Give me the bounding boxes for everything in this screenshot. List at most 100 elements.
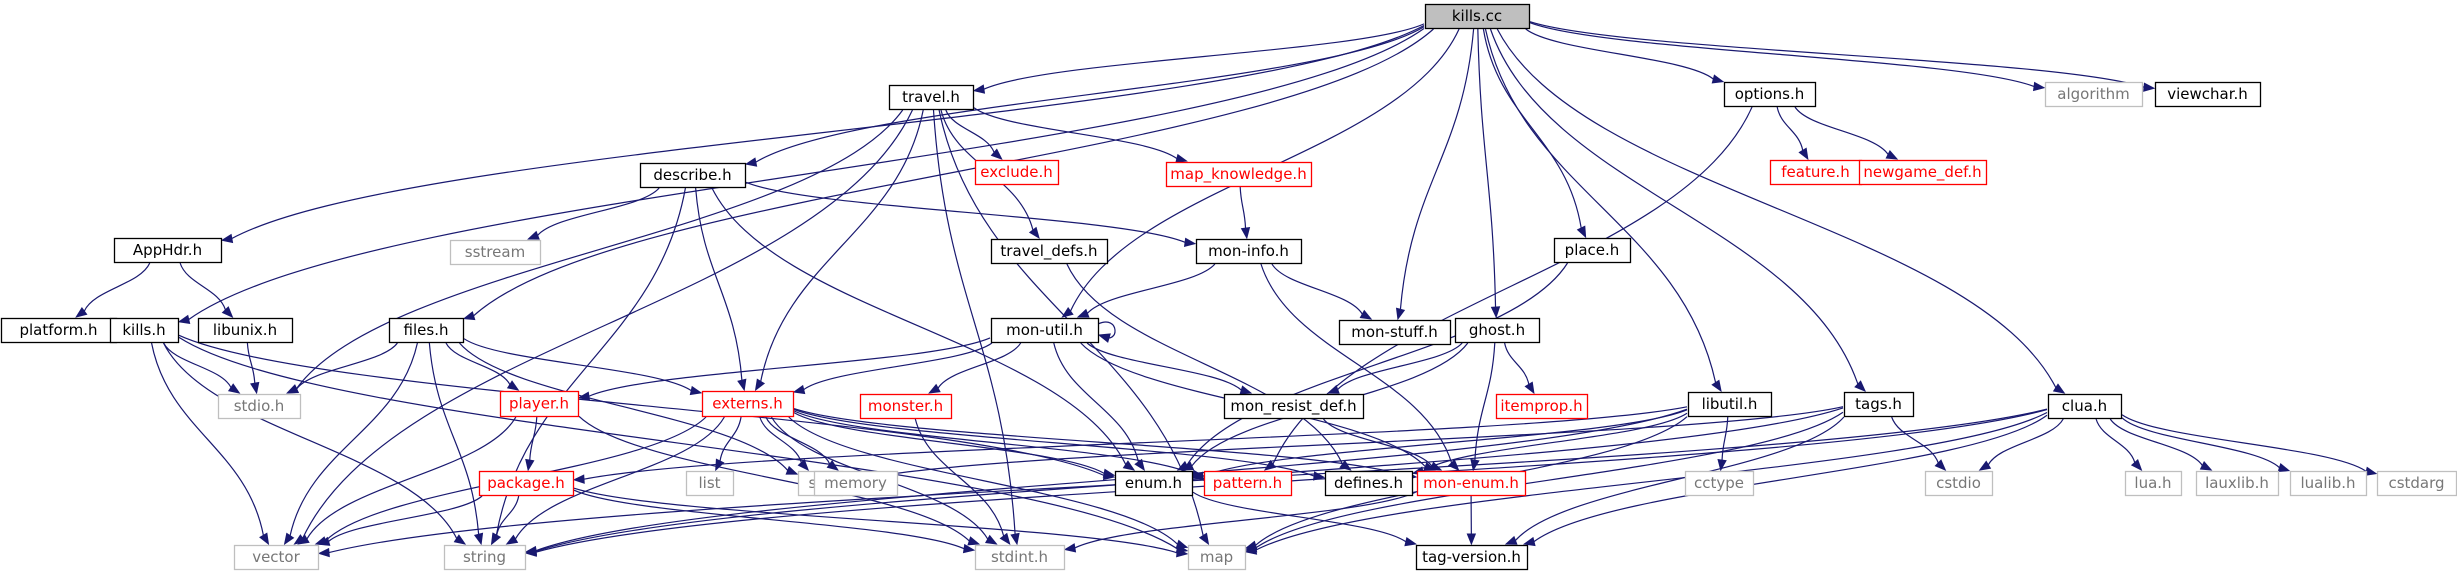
node-box bbox=[217, 393, 302, 420]
node-mon-resist-def-h[interactable]: mon_resist_def.h bbox=[1223, 393, 1365, 420]
node-box bbox=[1687, 391, 1773, 418]
node-label: tag-version.h bbox=[1422, 548, 1521, 566]
edge-line bbox=[1271, 263, 1363, 315]
edge-arrowhead bbox=[227, 383, 241, 394]
node-mon-stuff-h[interactable]: mon-stuff.h bbox=[1338, 319, 1452, 346]
node-package-h[interactable]: package.h bbox=[478, 470, 575, 497]
node-options-h[interactable]: options.h bbox=[1723, 81, 1817, 108]
node-mon-util-h[interactable]: mon-util.h bbox=[990, 317, 1100, 344]
edge-files-h-to-player-h bbox=[445, 342, 520, 391]
node-box bbox=[1723, 81, 1817, 108]
node-box bbox=[1769, 159, 1863, 186]
node-describe-h[interactable]: describe.h bbox=[639, 162, 747, 189]
node-box bbox=[701, 390, 795, 418]
edge-line bbox=[1514, 416, 1845, 541]
edge-clua-h-to-cstdarg bbox=[2121, 414, 2378, 476]
edge-arrowhead bbox=[744, 157, 758, 167]
node-viewchar-h[interactable]: viewchar.h bbox=[2154, 81, 2262, 108]
edge-kills-h-to-stdio-h bbox=[163, 342, 241, 394]
edge-libutil-h-to-cctype bbox=[1717, 416, 1729, 472]
node-box bbox=[1324, 470, 1414, 497]
node-files-h[interactable]: files.h bbox=[388, 317, 465, 344]
edge-arrowhead bbox=[1175, 539, 1189, 549]
node-box bbox=[639, 162, 747, 189]
node-label: libutil.h bbox=[1702, 395, 1758, 413]
node-label: cstdarg bbox=[2388, 474, 2444, 492]
edge-mon-info-h-to-mon-stuff-h bbox=[1271, 263, 1373, 320]
edge-files-h-to-externs-h bbox=[463, 338, 703, 396]
node-box bbox=[443, 544, 527, 571]
node-clua-h[interactable]: clua.h bbox=[2047, 393, 2123, 420]
node-mon-info-h[interactable]: mon-info.h bbox=[1195, 238, 1303, 265]
edge-line bbox=[1399, 28, 1475, 310]
edge-arrowhead bbox=[490, 532, 501, 546]
node-kills-h[interactable]: kills.h bbox=[109, 317, 180, 344]
node-player-h[interactable]: player.h bbox=[499, 390, 580, 418]
node-box bbox=[888, 84, 975, 111]
node-box bbox=[449, 239, 542, 266]
edge-mon-util-h-to-mon-resist-def-h bbox=[1086, 342, 1253, 395]
node-itemprop-h[interactable]: itemprop.h bbox=[1495, 393, 1589, 420]
node-stdint-h: stdint.h bbox=[974, 544, 1066, 571]
edge-mon-info-h-to-mon-enum-h bbox=[1260, 263, 1460, 471]
edge-kills-cc-to-travel-h bbox=[972, 23, 1425, 94]
node-list: list bbox=[685, 470, 735, 497]
node-label: files.h bbox=[404, 321, 449, 339]
node-box bbox=[478, 470, 575, 497]
edge-arrowhead bbox=[1239, 385, 1253, 395]
node-label: lualib.h bbox=[2301, 474, 2356, 492]
node-defines-h[interactable]: defines.h bbox=[1324, 470, 1414, 497]
node-monster-h[interactable]: monster.h bbox=[859, 393, 953, 420]
node-enum-h[interactable]: enum.h bbox=[1114, 470, 1194, 497]
node-mon-enum-h[interactable]: mon-enum.h bbox=[1416, 470, 1527, 497]
edge-arrowhead bbox=[1711, 379, 1722, 393]
edge-line bbox=[695, 187, 743, 381]
node-platform-h[interactable]: platform.h bbox=[0, 317, 118, 344]
node-map-knowledge-h[interactable]: map_knowledge.h bbox=[1165, 161, 1313, 188]
node-libunix-h[interactable]: libunix.h bbox=[197, 317, 294, 344]
node-apphdr-h[interactable]: AppHdr.h bbox=[113, 237, 223, 264]
node-feature-h[interactable]: feature.h bbox=[1769, 159, 1863, 186]
node-place-h[interactable]: place.h bbox=[1553, 237, 1632, 264]
edge-files-h-to-vector bbox=[283, 342, 418, 546]
node-kills-cc[interactable]: kills.cc bbox=[1424, 3, 1531, 30]
edge-arrowhead bbox=[1063, 543, 1077, 553]
node-label: place.h bbox=[1565, 241, 1620, 259]
edge-clua-h-to-tag-version-h bbox=[1522, 414, 2048, 547]
node-travel-h[interactable]: travel.h bbox=[888, 84, 975, 111]
node-label: stdint.h bbox=[991, 548, 1048, 566]
node-tag-version-h[interactable]: tag-version.h bbox=[1415, 544, 1529, 571]
node-travel-defs-h[interactable]: travel_defs.h bbox=[990, 238, 1109, 265]
node-externs-h[interactable]: externs.h bbox=[701, 390, 795, 418]
node-exclude-h[interactable]: exclude.h bbox=[974, 159, 1060, 186]
node-label: mon-stuff.h bbox=[1351, 323, 1438, 341]
node-label: pattern.h bbox=[1213, 474, 1282, 492]
edge-arrowhead bbox=[737, 378, 747, 392]
edge-monster-h-to-stdint-h bbox=[914, 418, 1011, 546]
node-box bbox=[2289, 470, 2368, 497]
node-tags-h[interactable]: tags.h bbox=[1843, 391, 1915, 418]
edge-line bbox=[1891, 416, 1939, 464]
edge-line bbox=[1482, 28, 1582, 229]
node-pattern-h[interactable]: pattern.h bbox=[1203, 470, 1293, 497]
node-label: map bbox=[1200, 548, 1233, 566]
node-libutil-h[interactable]: libutil.h bbox=[1687, 391, 1773, 418]
node-box bbox=[1415, 544, 1529, 571]
node-ghost-h[interactable]: ghost.h bbox=[1454, 317, 1541, 344]
edge-kills-h-to-vector bbox=[150, 342, 270, 546]
edge-line bbox=[1504, 342, 1530, 385]
edge-arrowhead bbox=[2032, 81, 2046, 92]
node-label: ghost.h bbox=[1469, 321, 1525, 339]
node-newgame-def-h[interactable]: newgame_def.h bbox=[1858, 159, 1988, 186]
edge-arrowhead bbox=[1244, 545, 1258, 555]
edge-arrowhead bbox=[999, 532, 1011, 546]
edge-line bbox=[583, 406, 1688, 480]
edge-line bbox=[1489, 28, 1859, 385]
node-label: mon-util.h bbox=[1006, 321, 1083, 339]
edge-arrowhead bbox=[1359, 309, 1373, 320]
edge-files-h-to-stdio-h bbox=[286, 342, 398, 394]
node-box bbox=[1454, 317, 1541, 344]
edge-arrowhead bbox=[1885, 150, 1899, 160]
edge-line bbox=[428, 342, 480, 535]
